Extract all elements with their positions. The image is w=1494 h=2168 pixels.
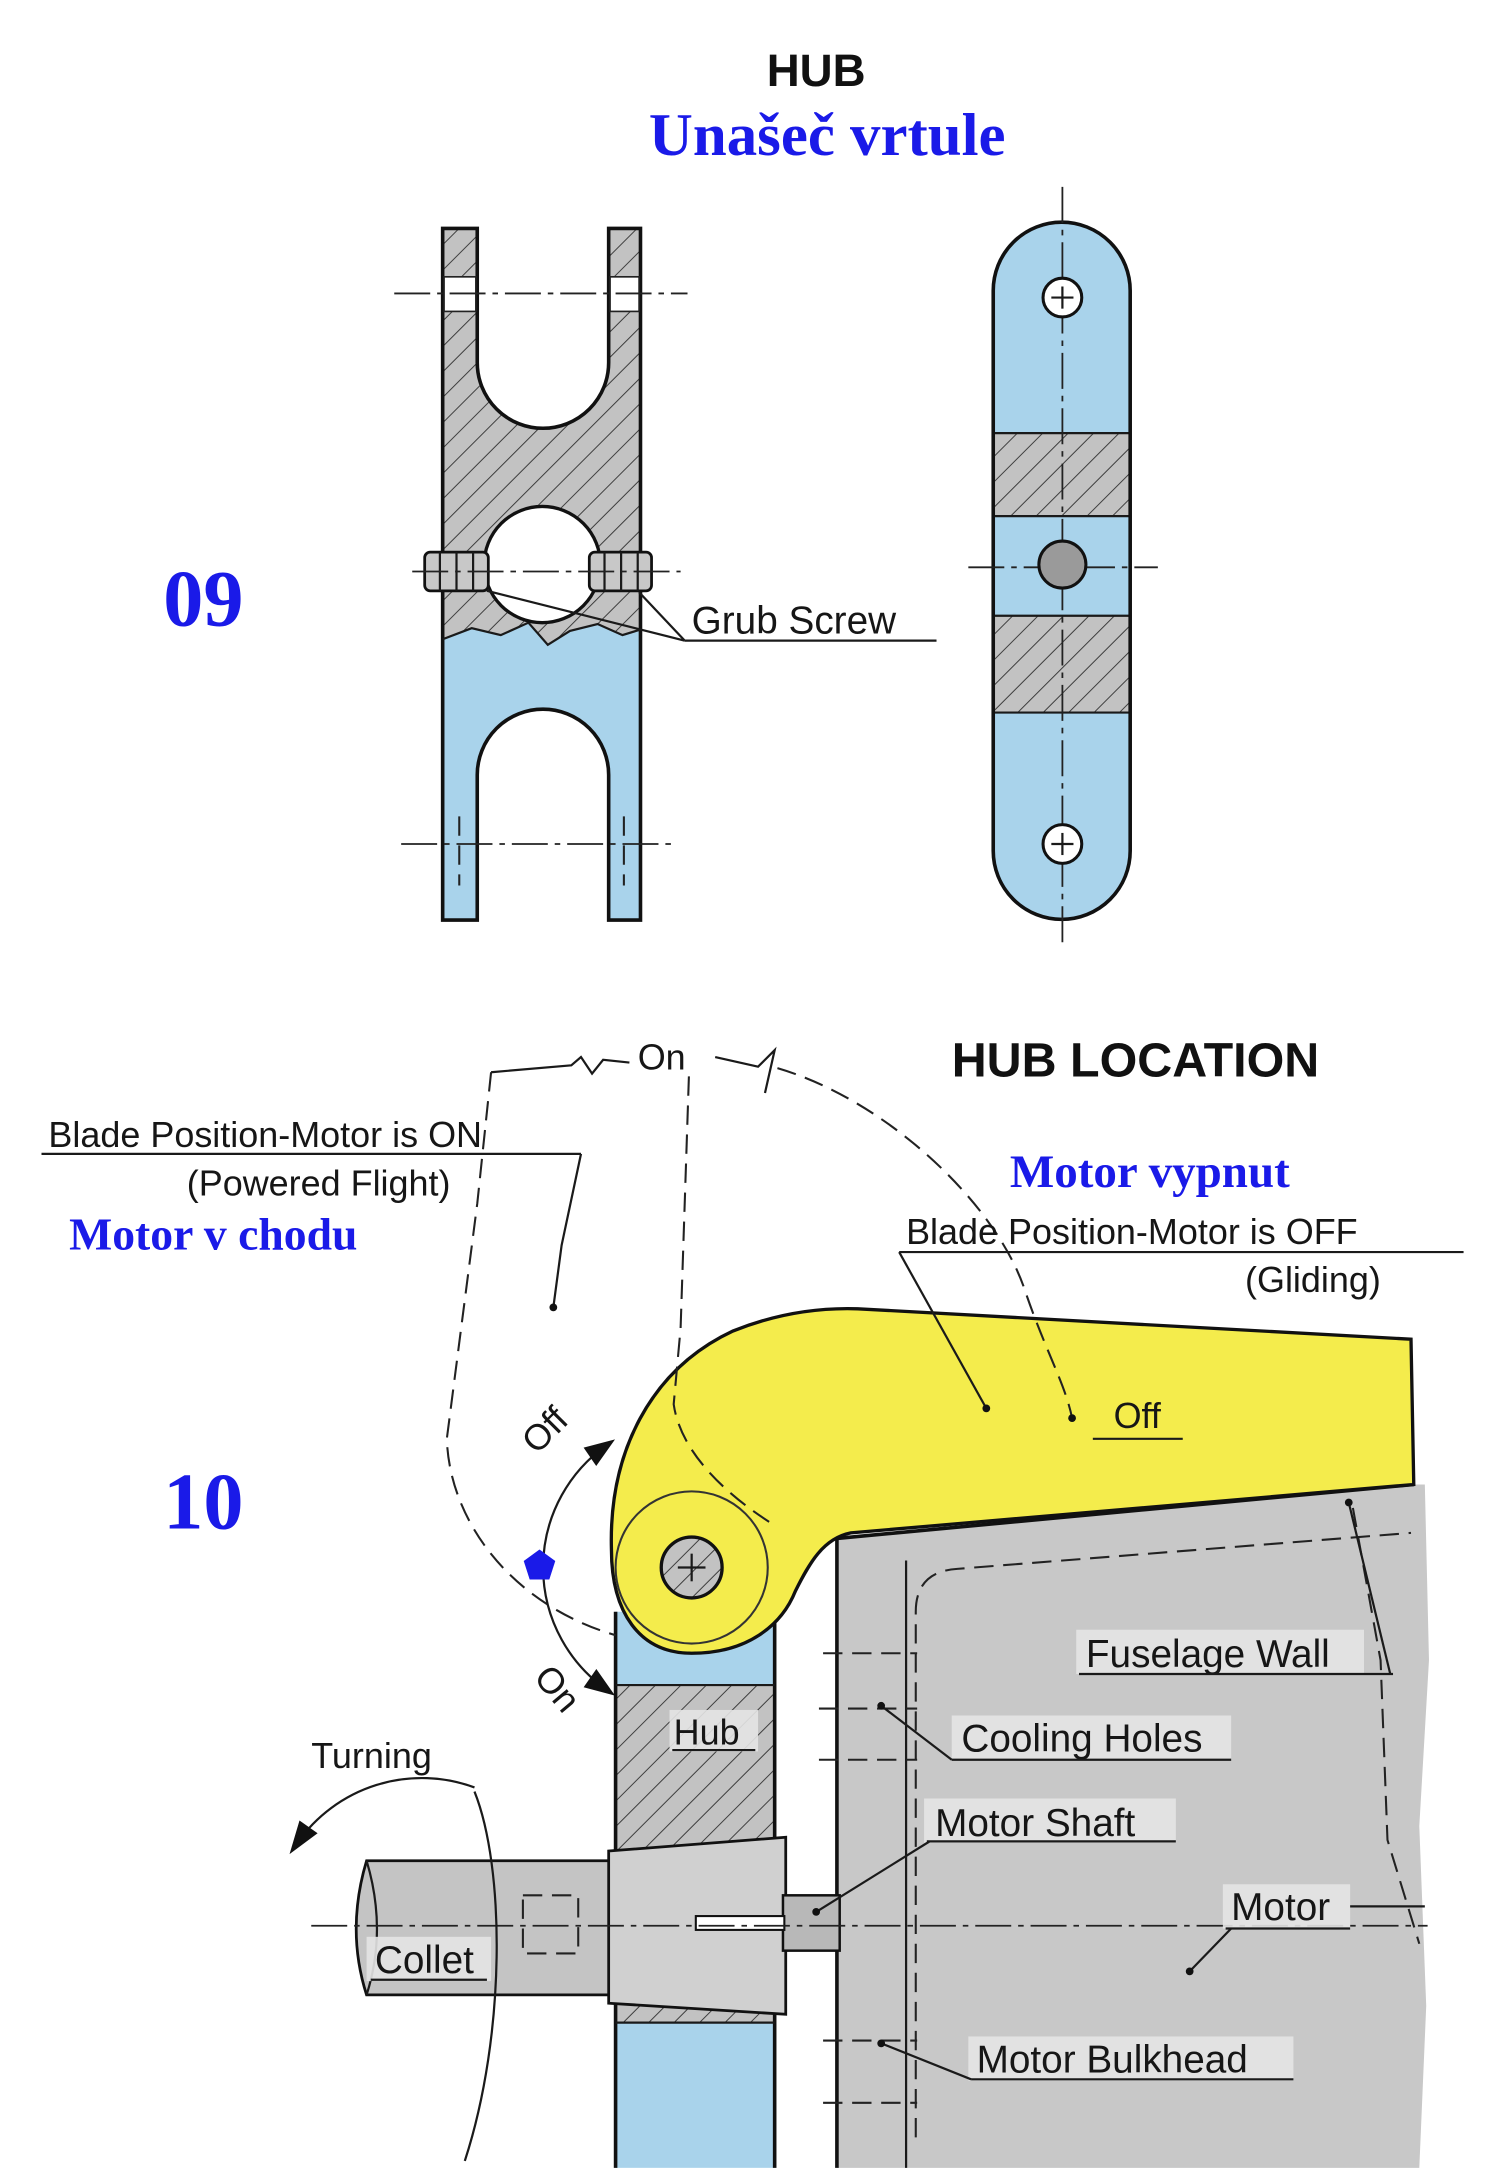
propeller-blade-off-position: Off: [609, 1306, 1416, 1655]
hub-front-view: [394, 226, 688, 922]
collet-label: Collet: [375, 1939, 474, 1982]
hub-side-view: [968, 186, 1158, 944]
pin-hole-bottom: [1041, 823, 1084, 865]
label-motor: Motor: [1185, 1884, 1425, 1976]
blade-on-czech: Motor v chodu: [69, 1208, 357, 1259]
shaft-hole-side: [1037, 539, 1088, 590]
motor-shaft-label: Motor Shaft: [935, 1802, 1135, 1845]
turning-sweep-curve: [463, 1791, 498, 2162]
grub-screw-leader-left: [486, 589, 686, 642]
pin-hole-top: [1041, 276, 1084, 319]
turning-arrow-head: [289, 1820, 318, 1855]
grub-screw-leader-right: [638, 591, 686, 642]
cooling-holes-label: Cooling Holes: [961, 1717, 1202, 1760]
arrow-head-on: [583, 1669, 616, 1696]
swing-end-dot: [1068, 1414, 1076, 1422]
blade-off-callout: Motor vypnut Blade Position-Motor is OFF…: [898, 1146, 1464, 1413]
turning-label: Turning: [311, 1735, 432, 1776]
hub-location-section: HUB LOCATION 10: [41, 1033, 1464, 2168]
pivot-boss-ring: [614, 1490, 769, 1645]
blade-off-leader-dot: [982, 1404, 991, 1413]
grub-screw-callout: Grub Screw: [486, 589, 937, 643]
label-hub: Hub: [669, 1709, 759, 1753]
arrow-head-off: [583, 1439, 616, 1466]
label-motor-bulkhead: Motor Bulkhead: [877, 2036, 1294, 2081]
pentagon-marker-icon: [523, 1549, 556, 1580]
hub-front-outline: [440, 226, 643, 922]
blade-on-leader-dot: [549, 1303, 558, 1312]
blade-on-callout: Blade Position-Motor is ON (Powered Flig…: [41, 1114, 583, 1312]
blade-body: [609, 1306, 1416, 1655]
grub-screw-label: Grub Screw: [692, 600, 897, 643]
fuselage-wall-dashed: [1351, 1507, 1421, 1945]
label-fuselage-wall: Fuselage Wall: [1076, 1498, 1394, 1676]
hub-title: HUB: [767, 45, 866, 96]
label-cooling-holes: Cooling Holes: [877, 1701, 1232, 1761]
motor-label: Motor: [1231, 1886, 1330, 1929]
blade-on-position-outline: On: [445, 1036, 770, 1637]
blade-off-czech: Motor vypnut: [1010, 1146, 1290, 1198]
motor-outline-dashed: [914, 1531, 1412, 2138]
rotation-off-label: Off: [513, 1398, 576, 1461]
hub-side-outline: [991, 220, 1132, 922]
on-marker-top: On: [638, 1036, 686, 1077]
figure-number-09: 09: [163, 555, 243, 643]
hub-label: Hub: [674, 1712, 740, 1753]
blade-off-leader: [898, 1251, 988, 1409]
label-motor-shaft: Motor Shaft: [812, 1798, 1176, 1916]
section-break-line: [442, 621, 641, 647]
hub-subtitle-czech: Unašeč vrtule: [649, 102, 1006, 169]
blade-on-note: (Powered Flight): [187, 1162, 451, 1203]
blade-off-label: Blade Position-Motor is OFF: [906, 1211, 1358, 1252]
label-collet: Collet: [366, 1936, 492, 1982]
blade-on-label: Blade Position-Motor is ON: [48, 1114, 482, 1155]
blade-on-leader: [552, 1153, 583, 1308]
hub-section: HUB Unašeč vrtule 09: [163, 45, 1158, 944]
turning-arrow: Turning: [289, 1735, 498, 2162]
figure-number-10: 10: [163, 1459, 243, 1547]
blade-off-marker: Off: [1114, 1395, 1162, 1436]
shaft-slot: [694, 1915, 786, 1931]
hub-block-bottom-plain: [615, 2022, 775, 2168]
hub-location-title: HUB LOCATION: [952, 1033, 1320, 1087]
motor-bulkhead-label: Motor Bulkhead: [977, 2038, 1248, 2081]
blade-rotation-arrow: Off On: [513, 1398, 616, 1720]
part-labels: Fuselage Wall Hub Cooling Holes Motor Sh…: [366, 1498, 1425, 2081]
fuselage-wall-label: Fuselage Wall: [1086, 1633, 1330, 1676]
blade-off-note: (Gliding): [1245, 1259, 1381, 1300]
